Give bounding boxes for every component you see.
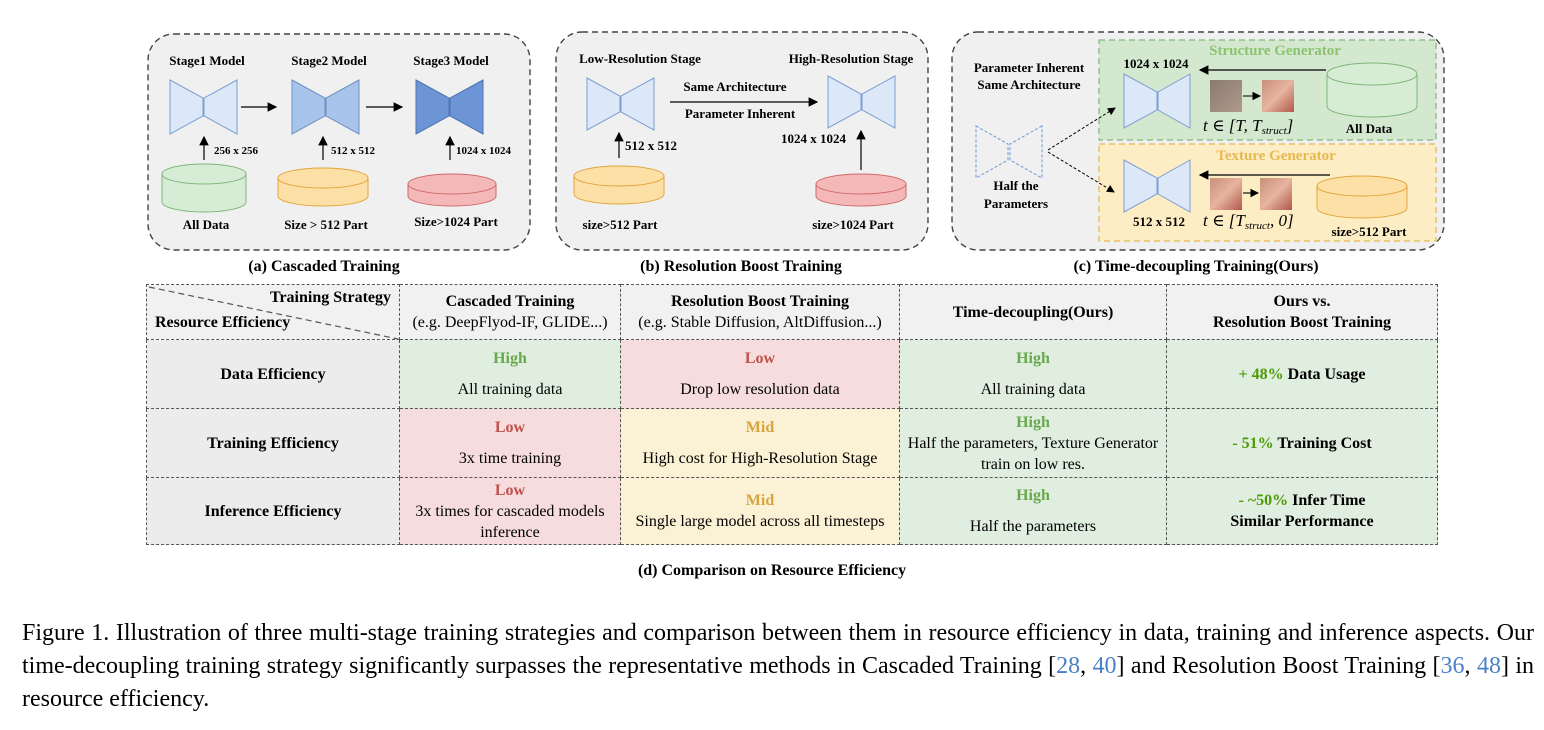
- corner-training-strategy: Training Strategy: [269, 289, 391, 306]
- corner-diagonal: [148, 286, 399, 340]
- res-1024-label-b: 1024 x 1024: [781, 131, 847, 146]
- size1024-cylinder-icon: [407, 173, 497, 207]
- corner-resource-efficiency: Resource Efficiency: [155, 314, 291, 331]
- size512-cylinder-icon: [277, 167, 369, 207]
- noisy-image-thumbnail: [1210, 80, 1242, 112]
- high-res-model-icon: [827, 75, 896, 129]
- half-params-line2: Parameters: [984, 196, 1048, 211]
- resource-efficiency-table: Training Strategy Resource Efficiency Ca…: [146, 284, 1438, 545]
- size512-label-c: size>512 Part: [1332, 224, 1408, 239]
- size1024-label: Size>1024 Part: [414, 214, 498, 229]
- header-resolution-boost: Resolution Boost Training(e.g. Stable Di…: [620, 284, 900, 340]
- panel-a-caption: (a) Cascaded Training: [248, 258, 399, 275]
- size512-label: Size > 512 Part: [284, 217, 368, 232]
- half-params-line1: Half the: [993, 178, 1038, 193]
- stage1-label: Stage1 Model: [169, 53, 245, 68]
- size512-cylinder-icon-b: [573, 165, 665, 205]
- texture-generator-title: Texture Generator: [1216, 148, 1336, 164]
- stage2-label: Stage2 Model: [291, 53, 367, 68]
- citation-28-link[interactable]: 28: [1056, 653, 1081, 679]
- citation-36-link[interactable]: 36: [1440, 653, 1465, 679]
- header-ours-vs: Ours vs.Resolution Boost Training: [1166, 284, 1438, 340]
- stage3-model-icon: [415, 79, 484, 135]
- all-data-cylinder-icon-c: [1326, 62, 1418, 118]
- structure-generator-title: Structure Generator: [1209, 43, 1341, 59]
- all-data-cylinder-icon: [161, 163, 247, 213]
- same-arch-label-b: Same Architecture: [683, 79, 786, 94]
- header-time-decoupling: Time-decoupling(Ours): [899, 284, 1167, 340]
- size1024-label-b: size>1024 Part: [812, 217, 894, 232]
- texture-output-thumbnail: [1260, 178, 1292, 210]
- size512-label-b: size>512 Part: [583, 217, 659, 232]
- texture-input-thumbnail: [1210, 178, 1242, 210]
- t-struct-range: t ∈ [T, Tstruct]: [1203, 116, 1293, 137]
- size1024-cylinder-icon-b: [815, 173, 907, 207]
- cell-data-compare: + 48% Data Usage: [1166, 339, 1438, 409]
- low-res-stage-label: Low-Resolution Stage: [579, 51, 701, 66]
- res-512-label-b: 512 x 512: [625, 138, 677, 153]
- header-cascaded: Cascaded Training(e.g. DeepFlyod-IF, GLI…: [399, 284, 621, 340]
- stage1-model-icon: [169, 79, 238, 135]
- res-512-label-c: 512 x 512: [1133, 214, 1185, 229]
- res-512-label: 512 x 512: [331, 145, 376, 157]
- cell-training-compare: - 51% Training Cost: [1166, 408, 1438, 478]
- stage2-model-icon: [291, 79, 360, 135]
- panel-c-caption: (c) Time-decoupling Training(Ours): [1073, 258, 1318, 275]
- panel-b-caption: (b) Resolution Boost Training: [640, 258, 842, 275]
- half-param-model-icon: [975, 125, 1043, 179]
- all-data-label-c: All Data: [1346, 121, 1393, 136]
- structure-image-thumbnail: [1262, 80, 1294, 112]
- figure-diagram: Stage1 Model Stage2 Model Stage3 Model 2…: [147, 31, 1445, 275]
- same-arch-label-c: Same Architecture: [977, 77, 1080, 92]
- res-1024-label: 1024 x 1024: [456, 145, 512, 157]
- row-label-training-efficiency: Training Efficiency: [146, 408, 400, 478]
- table-corner-cell: Training Strategy Resource Efficiency: [146, 284, 400, 340]
- texture-model-icon: [1123, 159, 1191, 213]
- size512-cylinder-icon-c: [1316, 175, 1408, 219]
- res-256-label: 256 x 256: [214, 145, 259, 157]
- param-inherent-label-c: Parameter Inherent: [974, 60, 1085, 75]
- row-label-inference-efficiency: Inference Efficiency: [146, 477, 400, 545]
- figure-caption: Figure 1. Illustration of three multi-st…: [22, 620, 1535, 712]
- stage3-label: Stage3 Model: [413, 53, 489, 68]
- param-inherent-label-b: Parameter Inherent: [685, 106, 796, 121]
- t-texture-range: t ∈ [Tstruct, 0]: [1203, 211, 1294, 232]
- row-label-data-efficiency: Data Efficiency: [146, 339, 400, 409]
- res-1024-label-c: 1024 x 1024: [1124, 56, 1190, 71]
- panel-d-caption: (d) Comparison on Resource Efficiency: [637, 562, 907, 579]
- structure-model-icon: [1123, 73, 1191, 129]
- high-res-stage-label: High-Resolution Stage: [789, 51, 914, 66]
- citation-48-link[interactable]: 48: [1476, 653, 1501, 679]
- all-data-label: All Data: [183, 217, 230, 232]
- training-strategies-diagram: Stage1 Model Stage2 Model Stage3 Model 2…: [147, 31, 1445, 275]
- table-header-row: Training Strategy Resource Efficiency Ca…: [146, 284, 1438, 340]
- citation-40-link[interactable]: 40: [1092, 653, 1117, 679]
- low-res-model-icon: [586, 77, 655, 131]
